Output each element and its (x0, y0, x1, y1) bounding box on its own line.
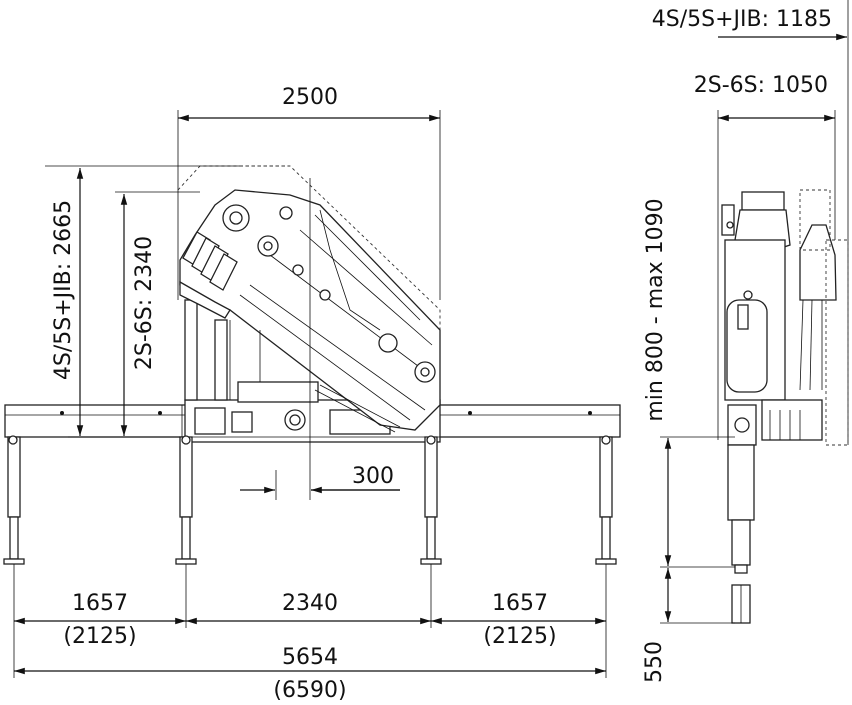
dim-height-2s: 2S-6S: 2340 (132, 236, 157, 370)
dim-leg-range: min 800 - max 1090 (643, 198, 668, 421)
outrigger-legs (3, 435, 617, 565)
side-leg (727, 444, 755, 624)
dim-height-4s: 4S/5S+JIB: 2665 (51, 200, 76, 380)
dim-left-span: 1657 (72, 591, 128, 616)
dim-side-width-4s: 4S/5S+JIB: 1185 (652, 7, 832, 32)
front-view: 2500 4S/5S+JIB: 2665 2S-6S: 2340 300 165… (3, 85, 621, 703)
leg-right (420, 435, 442, 565)
leg-left (175, 435, 197, 565)
dim-leg-foot: 550 (642, 641, 667, 683)
boom-envelope (177, 165, 441, 335)
dim-total-span: 5654 (282, 645, 338, 670)
leg-far-left (3, 435, 25, 565)
dim-total-span-alt: (6590) (273, 678, 346, 703)
dim-left-span-alt: (2125) (63, 624, 136, 649)
dim-top-width: 2500 (282, 85, 338, 110)
side-view: 4S/5S+JIB: 1185 2S-6S: 1050 (642, 0, 849, 683)
leg-far-right (595, 435, 617, 565)
dim-right-span-alt: (2125) (483, 624, 556, 649)
dim-center-span: 2340 (282, 591, 338, 616)
dimension-lines (13, 114, 606, 675)
dim-side-width-2s: 2S-6S: 1050 (694, 73, 828, 98)
dim-offset: 300 (352, 464, 394, 489)
crane-side-body (721, 189, 849, 446)
dim-right-span: 1657 (492, 591, 548, 616)
